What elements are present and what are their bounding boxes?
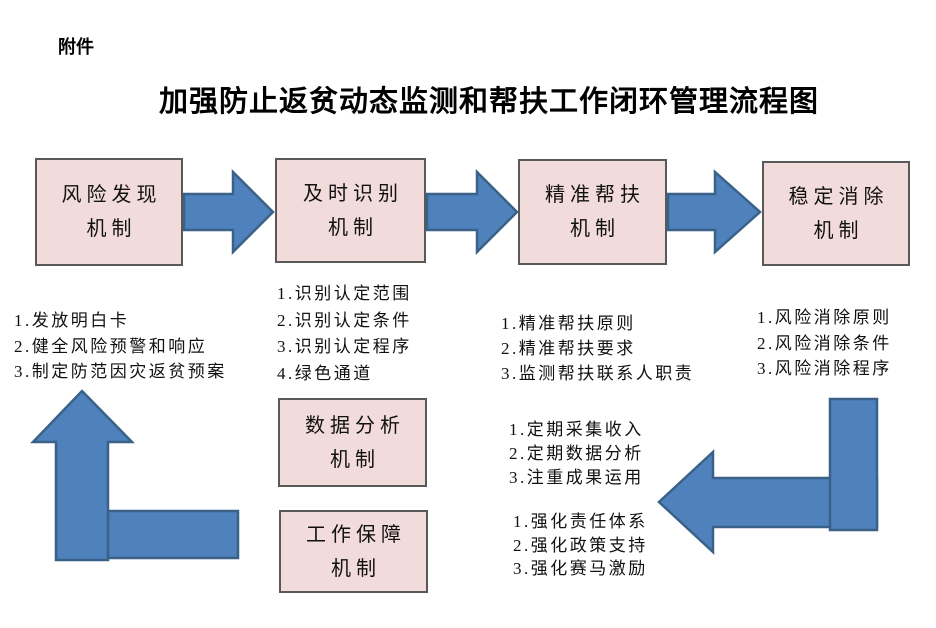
elbow-bar-right <box>828 397 879 532</box>
box-data-analysis: 数据分析 机制 <box>278 398 427 487</box>
box-label: 机制 <box>330 448 380 471</box>
box-label: 稳定消除 <box>788 185 889 208</box>
list-item: 2.强化政策支持 <box>513 535 648 555</box>
box-label: 机制 <box>86 218 137 240</box>
box-label: 机制 <box>331 557 381 580</box>
list-work-safeguard: 1.强化责任体系 2.强化政策支持 3.强化赛马激励 <box>513 510 648 581</box>
box-precise-assist: 精准帮扶 机制 <box>518 159 667 265</box>
list-data-analysis: 1.定期采集收入 2.定期数据分析 3.注重成果运用 <box>509 418 644 490</box>
arrow-right-icon <box>182 168 275 256</box>
list-item: 2.定期数据分析 <box>509 444 644 463</box>
box-label: 数据分析 <box>305 414 405 437</box>
box-label: 工作保障 <box>306 523 406 546</box>
list-eliminate: 1.风险消除原则 2.风险消除条件 3.风险消除程序 <box>757 305 892 382</box>
box-label: 机制 <box>570 218 620 240</box>
page-title: 加强防止返贫动态监测和帮扶工作闭环管理流程图 <box>158 86 819 118</box>
box-label: 精准帮扶 <box>545 184 645 206</box>
list-item: 3.制定防范因灾返贫预案 <box>14 362 227 381</box>
arrow-right-icon <box>425 168 519 256</box>
box-timely-identify: 及时识别 机制 <box>275 158 426 263</box>
box-work-safeguard: 工作保障 机制 <box>279 510 428 593</box>
list-item: 1.定期采集收入 <box>509 420 644 439</box>
list-item: 2.识别认定条件 <box>277 310 412 330</box>
list-item: 1.强化责任体系 <box>513 512 648 531</box>
list-item: 4.绿色通道 <box>277 363 373 383</box>
list-item: 3.强化赛马激励 <box>513 559 648 578</box>
box-label: 机制 <box>813 219 864 242</box>
list-identify: 1.识别认定范围 2.识别认定条件 3.识别认定程序 4.绿色通道 <box>277 281 412 387</box>
list-item: 3.风险消除程序 <box>757 359 892 378</box>
box-stable-eliminate: 稳定消除 机制 <box>762 161 910 266</box>
list-item: 3.识别认定程序 <box>277 337 412 356</box>
list-item: 1.风险消除原则 <box>757 308 892 327</box>
box-risk-discovery: 风险发现 机制 <box>35 158 183 266</box>
list-item: 2.健全风险预警和响应 <box>14 336 208 356</box>
list-item: 2.精准帮扶要求 <box>501 339 636 358</box>
arrow-up-icon <box>30 389 135 562</box>
attachment-label: 附件 <box>58 37 94 57</box>
list-item: 1.识别认定范围 <box>277 284 412 303</box>
list-item: 1.发放明白卡 <box>14 311 130 330</box>
elbow-bar-left <box>106 509 240 560</box>
box-label: 机制 <box>328 216 378 239</box>
box-label: 及时识别 <box>303 182 403 205</box>
list-item: 1.精准帮扶原则 <box>501 314 636 333</box>
box-label: 风险发现 <box>61 184 162 206</box>
list-risk-discovery: 1.发放明白卡 2.健全风险预警和响应 3.制定防范因灾返贫预案 <box>14 308 227 385</box>
list-item: 2.风险消除条件 <box>757 333 892 353</box>
arrow-right-icon <box>666 169 762 255</box>
list-assist: 1.精准帮扶原则 2.精准帮扶要求 3.监测帮扶联系人职责 <box>501 311 694 386</box>
list-item: 3.监测帮扶联系人职责 <box>501 364 695 383</box>
list-item: 3.注重成果运用 <box>509 468 644 487</box>
